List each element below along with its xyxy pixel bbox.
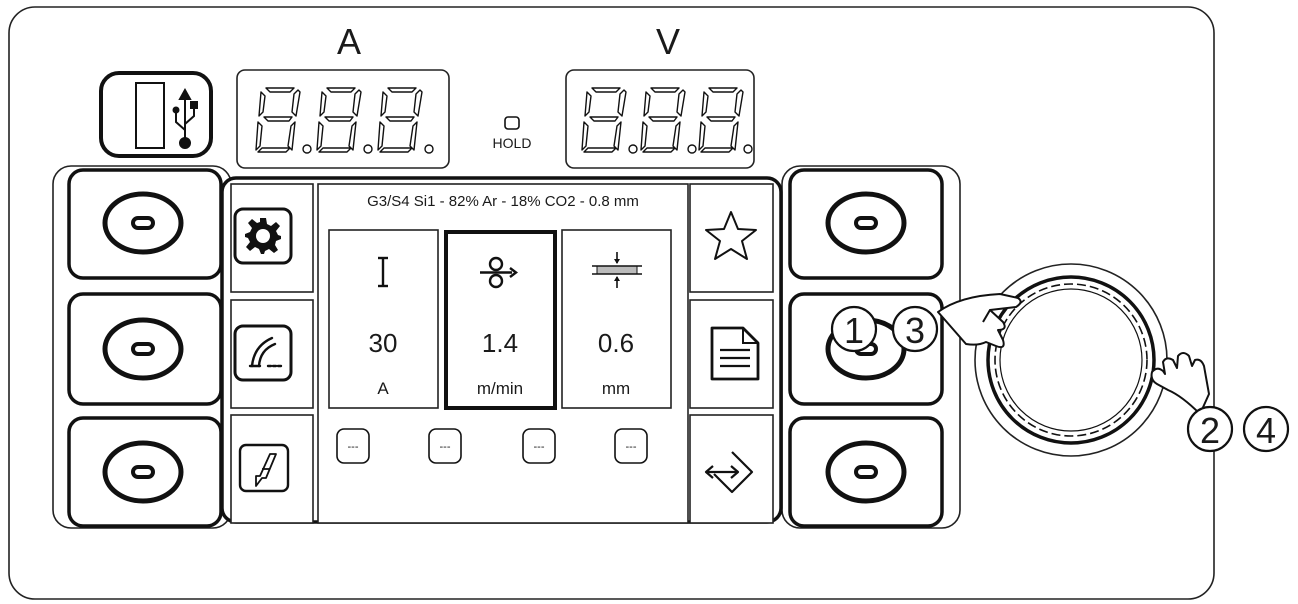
right-button-1[interactable] xyxy=(788,168,944,280)
step-marker-1: 1 xyxy=(830,305,878,353)
step-marker-3: 3 xyxy=(891,305,939,353)
gear-key[interactable] xyxy=(230,183,314,293)
softkey-3-label: --- xyxy=(534,441,545,453)
trigger-key[interactable] xyxy=(230,414,314,524)
param-card-current[interactable]: 30 A xyxy=(328,229,439,409)
right-button-bank xyxy=(781,165,961,529)
step-4-label: 4 xyxy=(1256,410,1276,451)
softkey-2-label: --- xyxy=(440,441,451,453)
wire-speed-unit: m/min xyxy=(477,379,523,398)
usb-icon xyxy=(172,87,198,149)
hold-label: HOLD xyxy=(493,135,532,151)
step-3-label: 3 xyxy=(905,310,925,351)
step-1-label: 1 xyxy=(844,310,864,351)
param-card-thickness[interactable]: 0.6 mm xyxy=(561,229,672,409)
param-card-wire-speed[interactable]: 1.4 m/min xyxy=(444,230,557,410)
wire-speed-icon xyxy=(480,256,518,289)
enter-key[interactable] xyxy=(689,414,774,524)
gear-icon xyxy=(245,218,281,254)
favorites-key[interactable] xyxy=(689,183,774,293)
process-title: G3/S4 Si1 - 82% Ar - 18% CO2 - 0.8 mm xyxy=(367,193,639,210)
encoder-knob[interactable] xyxy=(974,263,1168,457)
enter-icon xyxy=(704,451,754,494)
step-marker-2: 2 xyxy=(1186,405,1234,453)
softkey-2[interactable]: --- xyxy=(428,428,462,464)
hand-push-icon xyxy=(937,293,1022,349)
hand-rotate-icon xyxy=(1150,352,1210,415)
ammeter-display xyxy=(236,69,450,169)
softkey-1-label: --- xyxy=(348,441,359,453)
step-marker-4: 4 xyxy=(1242,405,1290,453)
voltmeter-display xyxy=(565,69,755,169)
softkey-3[interactable]: --- xyxy=(522,428,556,464)
current-unit: A xyxy=(377,379,389,398)
step-2-label: 2 xyxy=(1200,410,1220,451)
left-button-3[interactable] xyxy=(67,416,223,528)
jobs-key[interactable] xyxy=(689,299,774,409)
trigger-icon xyxy=(255,453,277,487)
usb-port[interactable] xyxy=(99,71,213,158)
softkey-1[interactable]: --- xyxy=(336,428,370,464)
thickness-value: 0.6 xyxy=(598,328,634,358)
torch-icon xyxy=(248,336,285,368)
left-button-1[interactable] xyxy=(67,168,223,280)
right-button-3[interactable] xyxy=(788,416,944,528)
star-icon xyxy=(705,211,757,260)
softkey-4-label: --- xyxy=(626,441,637,453)
left-button-2[interactable] xyxy=(67,292,223,406)
torch-key[interactable] xyxy=(230,299,314,409)
thickness-unit: mm xyxy=(602,379,630,398)
softkey-4[interactable]: --- xyxy=(614,428,648,464)
document-icon xyxy=(710,326,760,381)
voltage-meter-label: V xyxy=(656,21,680,62)
current-meter-label: A xyxy=(337,21,361,62)
current-icon xyxy=(378,256,388,288)
left-button-bank xyxy=(52,165,232,529)
wire-speed-value: 1.4 xyxy=(482,328,518,358)
current-value: 30 xyxy=(369,328,398,358)
thickness-icon xyxy=(592,252,642,288)
hold-indicator xyxy=(504,116,520,130)
